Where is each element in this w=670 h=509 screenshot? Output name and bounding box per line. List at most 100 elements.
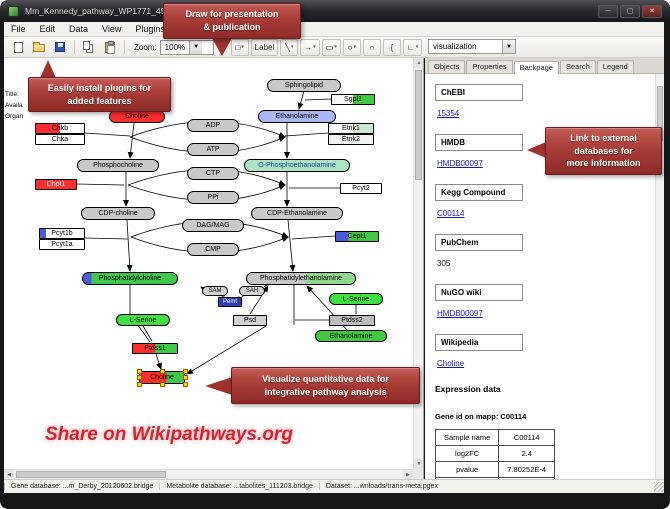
pathway-node-chka[interactable]: Chka — [35, 133, 85, 145]
wikipedia-link[interactable]: Choline — [437, 359, 465, 368]
pathway-node-l-serine-left[interactable]: L-Serine — [116, 314, 170, 326]
pathway-node-sah[interactable]: SAH — [239, 286, 265, 296]
pathway-node-sam[interactable]: SAM — [202, 286, 228, 296]
scroll-up-icon[interactable]: ▲ — [414, 58, 423, 68]
menu-edit[interactable]: Edit — [39, 24, 56, 34]
pathway-node-phosphatidylethanolamine[interactable]: Phosphatidylethanolamine — [246, 271, 356, 285]
close-button[interactable]: ✕ — [642, 4, 662, 18]
chebi-link[interactable]: 15354 — [437, 109, 460, 118]
save-button[interactable] — [51, 39, 69, 56]
callout-text: Link to external — [570, 133, 637, 144]
pathway-node-ctp[interactable]: CTP — [187, 166, 239, 180]
menu-plugins[interactable]: Plugins — [135, 24, 165, 34]
hmdb-link[interactable]: HMDB00097 — [437, 159, 483, 168]
minimize-button[interactable]: ─ — [598, 4, 618, 18]
copy-button[interactable] — [80, 39, 98, 56]
pathway-node-ptdss2[interactable]: Ptdss2 — [329, 314, 375, 326]
horizontal-scroll-thumb[interactable] — [16, 471, 166, 478]
pathway-node-psd[interactable]: Psd — [233, 314, 267, 326]
pathway-node-pcyt2[interactable]: Pcyt2 — [340, 182, 382, 194]
selection-handle[interactable] — [183, 368, 188, 374]
brace-tool-button[interactable]: { — [382, 38, 401, 56]
resize-grip[interactable] — [654, 481, 664, 492]
scroll-left-icon[interactable]: ◀ — [4, 470, 14, 479]
tab-properties[interactable]: Properties — [466, 60, 513, 73]
new-button[interactable] — [9, 39, 27, 56]
datanode-tool-button[interactable]: □ — [230, 38, 249, 56]
table-cell: 7.80252E-4 — [498, 461, 556, 478]
pathway-node-phosphocholine[interactable]: Phosphocholine — [77, 158, 159, 172]
gene-id-line: Gene id on mapp: C00114 — [435, 412, 527, 421]
callout-pointer-down — [212, 38, 232, 56]
tab-objects[interactable]: Objects — [428, 60, 466, 73]
zoom-combobox[interactable]: 100% ▼ — [159, 39, 214, 55]
menu-file[interactable]: File — [11, 24, 26, 34]
pathway-node-phosphatidylcholine[interactable]: Phosphatidylcholine — [82, 271, 178, 285]
pathway-node-sgpl1[interactable]: Sgpl1 — [331, 93, 375, 105]
arrow-tool-button[interactable]: → — [300, 38, 320, 56]
chevron-down-icon[interactable]: ▼ — [189, 40, 203, 54]
selection-handle[interactable] — [160, 368, 165, 374]
pathway-node-ethanolamine-2[interactable]: Ethanolamine — [315, 330, 387, 342]
menu-data[interactable]: Data — [69, 24, 89, 34]
connector-tool-button[interactable]: ∟ — [402, 38, 423, 56]
label-tool-button[interactable]: Label — [250, 38, 279, 56]
visualization-value: visualization — [433, 42, 477, 51]
pathway-node-dag-mag[interactable]: DAG/MAG — [182, 218, 244, 232]
pathway-node-pcyt1a[interactable]: Pcyt1a — [39, 238, 85, 250]
pathway-node-o-phosphoethanolamine[interactable]: O-Phosphoethanolamine — [244, 158, 350, 172]
selection-handle[interactable] — [183, 375, 188, 380]
new-file-icon — [13, 41, 23, 53]
pathway-node-l-serine-right[interactable]: L-Serine — [329, 293, 383, 305]
callout-pointer-left — [205, 377, 232, 395]
pathway-node-cmp[interactable]: CMP — [187, 242, 239, 256]
pathway-node-chkb[interactable]: Chkb — [35, 122, 85, 134]
pathway-node-sphingolipid[interactable]: Sphingolipid — [267, 78, 341, 92]
pathway-node-pemt[interactable]: Pemt — [218, 297, 242, 307]
pathway-node-ptdss1[interactable]: Ptdss1 — [132, 342, 178, 354]
open-button[interactable] — [30, 39, 48, 56]
menu-view[interactable]: View — [102, 24, 122, 34]
line-tool-button[interactable]: ╲ — [280, 38, 299, 56]
callout-install-plugins: Easily install plugins for added feature… — [28, 77, 171, 112]
selection-handle[interactable] — [183, 381, 188, 387]
selection-handle[interactable] — [137, 381, 142, 387]
chevron-down-icon[interactable]: ▼ — [502, 40, 515, 53]
paste-button[interactable] — [101, 39, 119, 56]
scroll-down-icon[interactable]: ▼ — [414, 459, 423, 469]
arc-tool-button[interactable]: ∩ — [362, 38, 381, 56]
table-row: log2FC 2.4 — [434, 445, 556, 462]
rectangle-tool-button[interactable]: ▭ — [321, 38, 341, 56]
scroll-right-icon[interactable]: ▶ — [403, 470, 413, 479]
tab-legend[interactable]: Legend — [596, 60, 634, 73]
kegg-compound-link[interactable]: C00114 — [437, 209, 465, 218]
pathway-node-pcyt1b[interactable]: Pcyt1b — [39, 227, 85, 239]
pathway-info-organism: Organ — [5, 113, 24, 120]
pathway-node-etnk1[interactable]: Etnk1 — [328, 122, 374, 134]
canvas-horizontal-scrollbar[interactable]: ◀ ▶ — [4, 469, 413, 479]
selection-handle[interactable] — [137, 375, 142, 380]
zoom-value: 100% — [164, 42, 186, 52]
pathway-node-etnk2[interactable]: Etnk2 — [328, 133, 374, 145]
maximize-button[interactable]: ▢ — [620, 4, 640, 18]
pathway-node-atp[interactable]: ATP — [187, 142, 239, 156]
pathway-node-choline-2[interactable]: Choline — [137, 368, 188, 387]
vertical-scroll-thumb[interactable] — [415, 70, 422, 180]
pathway-node-cdp-choline[interactable]: CDP-choline — [81, 206, 155, 220]
nugo-wiki-link[interactable]: HMDB00097 — [437, 309, 483, 318]
selection-handle[interactable] — [137, 368, 142, 374]
tab-backpage[interactable]: Backpage — [513, 61, 559, 74]
pathway-node-cept1[interactable]: Cept1 — [335, 230, 379, 242]
oval-tool-button[interactable]: ○ — [342, 38, 361, 56]
selection-handle[interactable] — [160, 381, 165, 387]
pathway-node-ethanolamine[interactable]: Ethanolamine — [258, 109, 336, 123]
pathway-node-cdp-ethanolamine[interactable]: CDP-Ethanolamine — [251, 206, 343, 220]
tab-search[interactable]: Search — [559, 60, 596, 73]
pathway-node-chpt1[interactable]: Chpt1 — [35, 178, 77, 190]
visualization-combobox[interactable]: visualization ▼ — [428, 39, 516, 54]
callout-external-databases: Link to external databases for more info… — [545, 127, 662, 175]
pathway-node-ppi[interactable]: PPi — [187, 190, 239, 204]
canvas-vertical-scrollbar[interactable]: ▲ ▼ — [413, 58, 423, 469]
pathway-node-adp[interactable]: ADP — [187, 118, 239, 132]
